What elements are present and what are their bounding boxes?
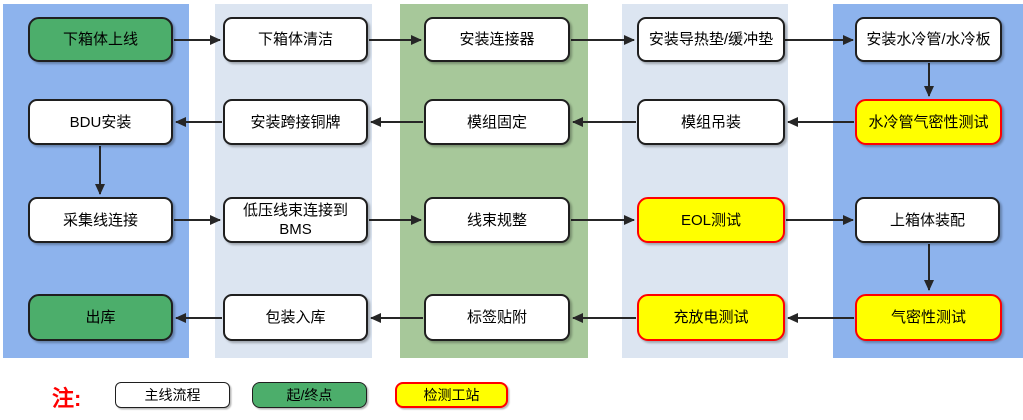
node-label: 出库 <box>85 309 116 326</box>
legend-item-start-end: 起/终点 <box>252 382 367 408</box>
flow-node-r3c0: 出库 <box>28 294 173 341</box>
node-label: 包装入库 <box>265 309 326 326</box>
node-label: 下箱体上线 <box>62 31 138 48</box>
node-label: 低压线束连接到BMS <box>242 202 348 238</box>
node-label: 充放电测试 <box>673 309 749 326</box>
node-label: 采集线连接 <box>62 211 138 229</box>
node-label: 水冷管气密性测试 <box>868 113 989 131</box>
flow-node-r1c3: 模组吊装 <box>637 99 785 145</box>
flow-node-r3c3: 充放电测试 <box>637 294 785 341</box>
flow-node-r1c0: BDU安装 <box>28 99 173 145</box>
legend-note: 注: <box>52 386 82 411</box>
flow-node-r0c1: 下箱体清洁 <box>223 17 368 62</box>
flow-node-r1c1: 安装跨接铜牌 <box>223 99 368 145</box>
node-label: 气密性测试 <box>890 309 966 326</box>
node-label: 模组吊装 <box>680 113 741 131</box>
flow-node-r0c2: 安装连接器 <box>424 17 570 62</box>
node-label: 标签贴附 <box>466 309 527 326</box>
legend-item-process: 主线流程 <box>115 382 230 408</box>
node-label: EOL测试 <box>680 211 741 229</box>
node-label: BDU安装 <box>69 113 132 131</box>
legend-label: 检测工站 <box>423 387 480 403</box>
flow-node-r1c2: 模组固定 <box>424 99 570 145</box>
node-label: 模组固定 <box>466 113 527 131</box>
node-label: 安装跨接铜牌 <box>250 113 341 131</box>
legend-label: 主线流程 <box>144 387 201 403</box>
node-label: 安装导热垫/缓冲垫 <box>648 31 774 48</box>
flow-node-r3c2: 标签贴附 <box>424 294 570 341</box>
legend-item-test: 检测工站 <box>395 382 508 408</box>
node-label: 下箱体清洁 <box>257 31 333 48</box>
flow-node-r0c0: 下箱体上线 <box>28 17 173 62</box>
node-label: 安装水冷管/水冷板 <box>866 31 991 48</box>
flow-node-r2c3: EOL测试 <box>637 197 785 243</box>
node-label: 上箱体装配 <box>889 211 965 229</box>
flow-node-r2c2: 线束规整 <box>424 197 570 243</box>
flow-node-r1c4: 水冷管气密性测试 <box>855 99 1002 145</box>
node-label: 线束规整 <box>466 211 527 229</box>
flow-node-r0c3: 安装导热垫/缓冲垫 <box>637 17 785 62</box>
flow-node-r3c4: 气密性测试 <box>855 294 1002 341</box>
legend-label: 起/终点 <box>286 387 333 403</box>
flow-node-r2c4: 上箱体装配 <box>855 197 1000 243</box>
node-label: 安装连接器 <box>459 31 535 48</box>
flow-node-r3c1: 包装入库 <box>223 294 368 341</box>
flow-node-r0c4: 安装水冷管/水冷板 <box>855 17 1002 62</box>
flow-node-r2c0: 采集线连接 <box>28 197 173 243</box>
flow-node-r2c1: 低压线束连接到BMS <box>223 197 368 243</box>
